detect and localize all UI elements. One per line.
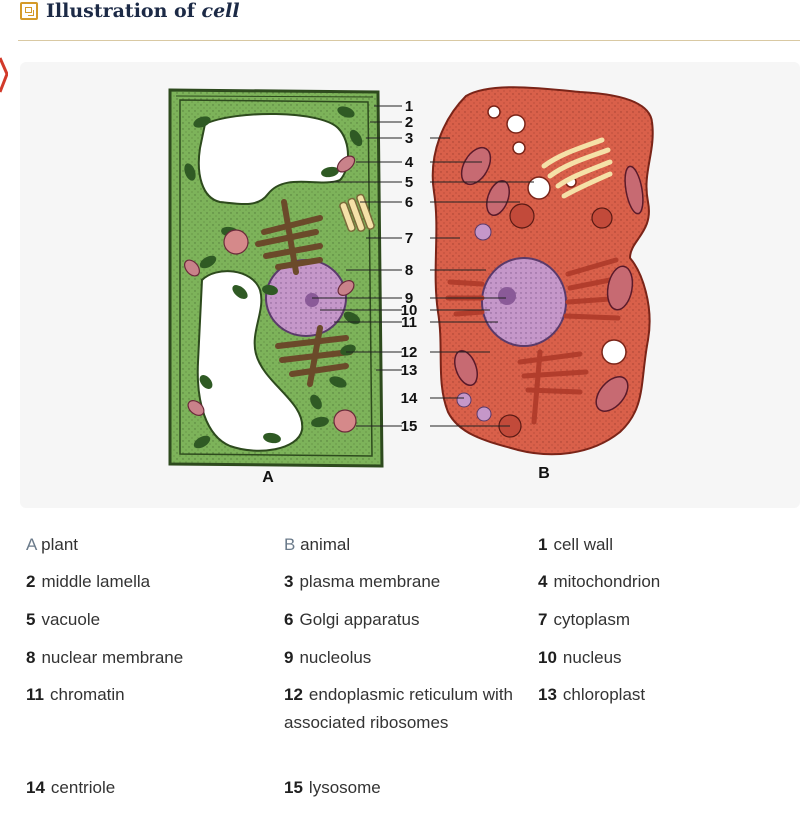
cell-diagram: 1 2 3 4 5 6 7 8 9 10 11 12 13 14 15 A B (168, 86, 654, 486)
section-title: Illustration of cell (46, 0, 240, 22)
diagram-label-6: 6 (405, 194, 413, 211)
plant-golgi (339, 193, 375, 233)
diagram-label-2: 2 (405, 114, 413, 131)
animal-golgi (541, 137, 613, 199)
diagram-label-1: 1 (405, 98, 413, 115)
legend-item-b: B animal (284, 535, 351, 554)
plant-lysosome (223, 229, 249, 255)
legend-item-a: A plant (26, 535, 79, 554)
plant-er (255, 199, 353, 387)
diagram-label-8: 8 (405, 262, 413, 279)
red-mark-icon (0, 57, 8, 93)
diagram-label-3: 3 (405, 130, 413, 147)
diagram-label-5: 5 (405, 174, 413, 191)
animal-centrioles (456, 223, 492, 422)
label-leaders (312, 105, 534, 427)
diagram-label-15: 15 (401, 418, 418, 435)
diagram-label-4: 4 (405, 154, 414, 171)
diagram-label-12: 12 (401, 344, 418, 361)
vacuole-lower (196, 270, 304, 452)
section-header: Illustration of cell (18, 0, 800, 41)
diagram-label-9: 9 (405, 290, 413, 307)
plant-lysosome (333, 409, 357, 433)
plant-mitochondria (184, 155, 356, 416)
animal-lysosomes (498, 203, 613, 438)
diagram-label-7: 7 (405, 230, 413, 247)
animal-mitochondria (454, 146, 644, 412)
vacuole-upper (197, 113, 349, 206)
figure-container: 1 2 3 4 5 6 7 8 9 10 11 12 13 14 15 A B (20, 62, 800, 508)
animal-cell (431, 86, 654, 456)
diagram-label-11: 11 (401, 314, 417, 331)
figure-icon (20, 2, 38, 20)
animal-vacuoles (487, 105, 627, 365)
diagram-label-13: 13 (401, 362, 418, 379)
animal-nucleolus (498, 287, 516, 305)
diagram-label-14: 14 (401, 390, 418, 407)
plant-nucleolus (305, 293, 319, 307)
diagram-label-10: 10 (401, 302, 418, 319)
panel-label-b: B (538, 465, 550, 482)
panel-label-a: A (262, 469, 274, 486)
plant-cell (168, 88, 384, 468)
